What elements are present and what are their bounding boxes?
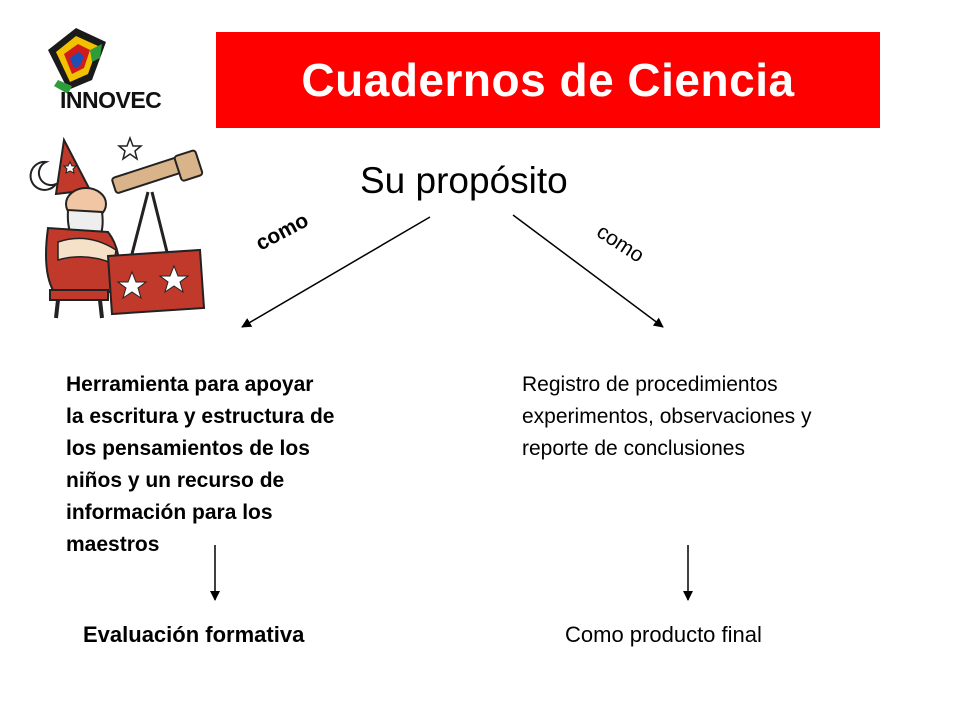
edge-label-left: como	[252, 208, 313, 256]
page-title: Cuadernos de Ciencia	[301, 54, 795, 106]
left-branch-result: Evaluación formativa	[83, 622, 305, 647]
title-banner: Cuadernos de Ciencia	[216, 32, 880, 128]
arrow-root-to-right	[512, 214, 664, 328]
innovec-logo-icon	[48, 28, 106, 94]
left-branch-description: Herramienta para apoyar la escritura y e…	[66, 373, 335, 556]
wizard-with-telescope-icon	[28, 132, 218, 322]
right-branch-description: Registro de procedimientos experimentos,…	[522, 373, 812, 460]
logo-text: INNOVEC	[60, 87, 162, 113]
diagram-root: Su propósito	[360, 160, 568, 201]
innovec-logo	[28, 20, 178, 130]
edge-label-right: como	[592, 220, 649, 268]
right-branch-result: Como producto final	[565, 622, 762, 647]
